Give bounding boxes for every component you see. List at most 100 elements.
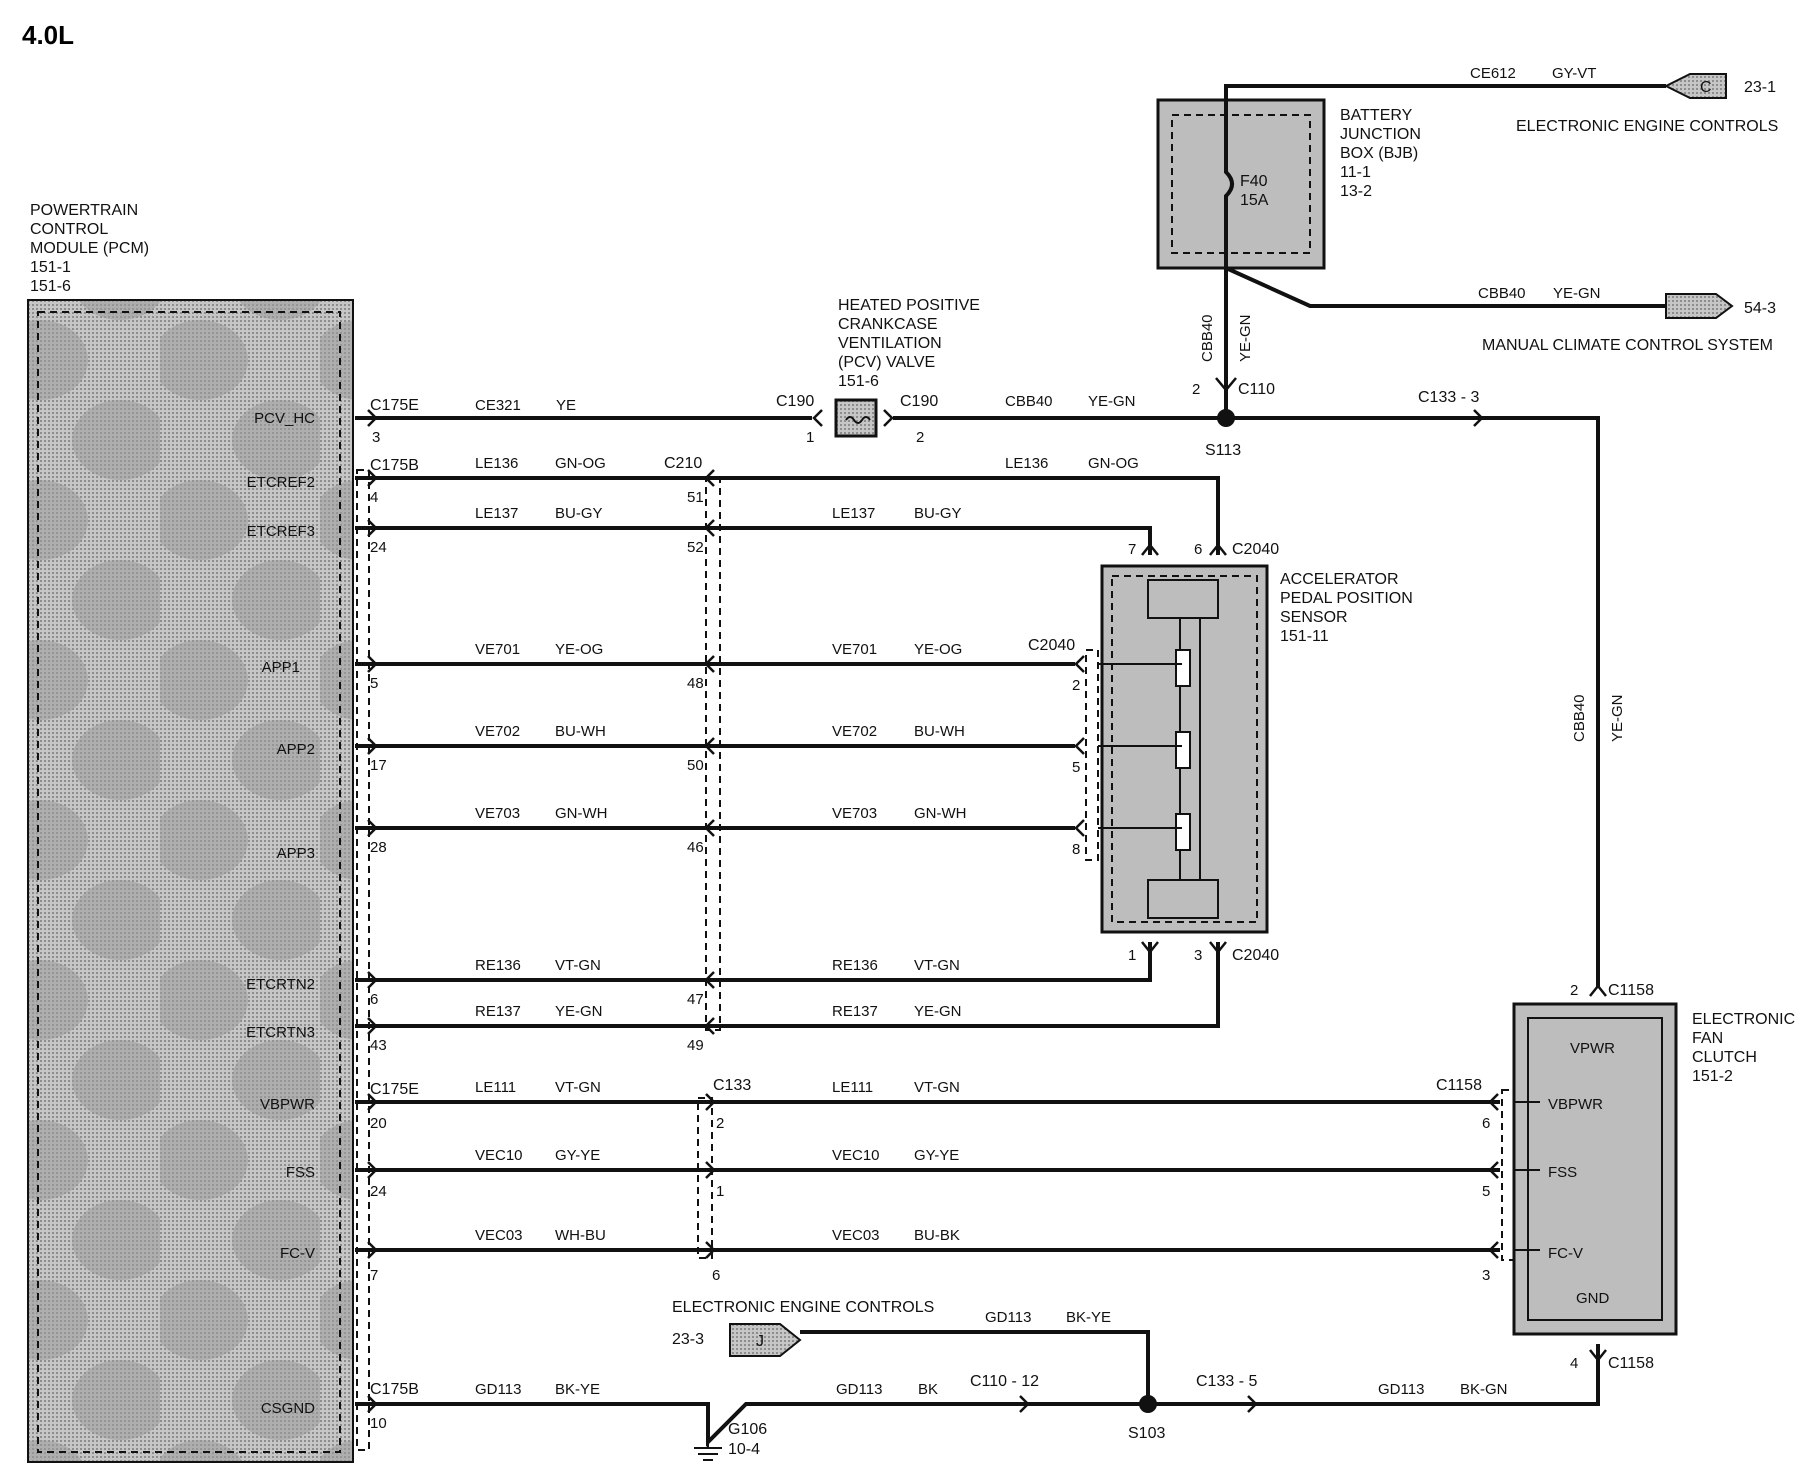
bjb-label-3: BOX (BJB) [1340,145,1418,162]
app-rtn-block [1147,879,1219,919]
c2040-top-arrows [1141,542,1227,556]
c1158-bottom-arrow [1589,1349,1607,1363]
wire-le137-circuit-right: LE137 [832,505,875,522]
c133-pin-6: 6 [712,1267,720,1284]
wire-fan-feed-color: YE-GN [1609,694,1626,742]
eec-ref-label: ELECTRONIC ENGINE CONTROLS [672,1299,934,1316]
c2040-pin-2: 2 [1072,677,1080,694]
c210-pin-48: 48 [687,675,704,692]
wire-ve702-circuit-left: VE702 [475,723,520,740]
bjb-label-2: JUNCTION [1340,126,1421,143]
c190-right-arrow [883,409,894,427]
pcm-pin-csgnd: CSGND [261,1400,315,1417]
pcm-csgnd-arrow [367,1395,378,1413]
c2040-pin-6: 6 [1194,541,1202,558]
c175b-label-top: C175B [370,457,419,474]
pcm-pin-num-4: 4 [370,489,378,506]
wire-re137-circuit-left: RE137 [475,1003,521,1020]
pcv-heater-symbol [845,416,871,424]
wire-csgnd-color-mid: BK [918,1381,938,1398]
pcm-pin-num-10: 10 [370,1415,387,1432]
pcv-label-4: (PCV) VALVE [838,354,935,371]
fan-pin-vbpwr: VBPWR [1548,1096,1603,1113]
c1158-pin-4: 4 [1570,1355,1578,1372]
pcm-pin-num-6: 6 [370,991,378,1008]
wire-ce321-color: YE [556,397,576,414]
fan-pin-fss: FSS [1548,1164,1577,1181]
electronic-fan-clutch: VPWR VBPWR FSS FC-V GND ELECTRONIC FAN C… [1512,1002,1795,1336]
wire-le111-color-right: VT-GN [914,1079,960,1096]
wire-ce612-circuit: CE612 [1470,65,1516,82]
c1158-label-bottom: C1158 [1608,1355,1654,1372]
eec-ref-page: 23-3 [672,1331,704,1348]
pcm-sensor-arrows [367,469,378,1035]
wire-re137-color-left: YE-GN [555,1003,603,1020]
c110-12-arrow [1019,1395,1030,1413]
ground-g106-label: G106 [728,1421,767,1438]
c210-pin-51: 51 [687,489,704,506]
wire-le137-color-right: BU-GY [914,505,962,522]
pcm-label-4: 151-1 [30,259,71,276]
pcm-pin-num-17: 17 [370,757,387,774]
c133-pin-1: 1 [716,1183,724,1200]
pcm-pin-pcv-hc: PCV_HC [254,410,315,427]
wire-cbb40-pcv-color: YE-GN [1088,393,1136,410]
wire-ve701-circuit-left: VE701 [475,641,520,658]
app-label-2: PEDAL POSITION [1280,590,1413,607]
wire-ve703-circuit-left: VE703 [475,805,520,822]
wire-re136-circuit-right: RE136 [832,957,878,974]
battery-junction-box: F40 15A BATTERY JUNCTION BOX (BJB) 11-1 … [1156,98,1421,270]
wire-le137 [355,526,1152,555]
wire-ve702-color-left: BU-WH [555,723,606,740]
pcm-pin-num-43: 43 [370,1037,387,1054]
wire-re136 [355,942,1152,982]
wire-bjb-color-vertical: YE-GN [1237,314,1254,362]
fan-pin-vpwr: VPWR [1570,1040,1615,1057]
app-ref-block [1147,579,1219,619]
wire-vec03-circuit-right: VEC03 [832,1227,880,1244]
wire-le111-color-left: VT-GN [555,1079,601,1096]
c2040-pin-3: 3 [1194,947,1202,964]
fuse-rating: 15A [1240,192,1269,209]
fan-clutch-box [1512,1002,1678,1336]
pcm-pin-app3: APP3 [277,845,315,862]
pcm-label-1: POWERTRAIN [30,202,138,219]
pcv-label-3: VENTILATION [838,335,942,352]
c210-pin-52: 52 [687,539,704,556]
wire-csgnd-color-left: BK-YE [555,1381,600,1398]
pcm-pcv-arrow [367,409,378,427]
pcm-box [27,299,354,1463]
wire-ve703-circuit-right: VE703 [832,805,877,822]
pcm-pin-fss: FSS [286,1164,315,1181]
bjb-inner-outline [1171,114,1311,254]
c1158-pin-3: 3 [1482,1267,1490,1284]
c110-arrow [1215,377,1237,392]
fan-label-1: ELECTRONIC [1692,1011,1795,1028]
fuse-f40-symbol [1224,100,1234,268]
c210-label: C210 [664,455,702,472]
mcc-ref-label: MANUAL CLIMATE CONTROL SYSTEM [1482,337,1773,354]
c133-arrows [705,1093,716,1259]
wire-le136 [355,476,1220,555]
c133-3-arrow [1473,409,1484,427]
wire-re137-color-right: YE-GN [914,1003,962,1020]
c175b-label-bottom: C175B [370,1381,419,1398]
wire-vec10-color-right: GY-YE [914,1147,959,1164]
wire-vec10-color-left: GY-YE [555,1147,600,1164]
c133-pin-2: 2 [716,1115,724,1132]
splice-s103-label: S103 [1128,1425,1165,1442]
c133-5-arrow [1247,1395,1258,1413]
c2040-bottom-arrows [1141,941,1227,955]
pcm-pin-num-24b: 24 [370,1183,387,1200]
wire-le137-circuit-left: LE137 [475,505,518,522]
wire-ce321-circuit: CE321 [475,397,521,414]
pcm-pin-etcref2: ETCREF2 [247,474,315,491]
bjb-label-4: 11-1 [1340,164,1371,181]
pcv-label-1: HEATED POSITIVE [838,297,980,314]
c175e-label-top: C175E [370,397,419,414]
wire-re136-color-left: VT-GN [555,957,601,974]
wire-vec03-color-right: BU-BK [914,1227,960,1244]
c2040-pin-7: 7 [1128,541,1136,558]
top-ref-label: ELECTRONIC ENGINE CONTROLS [1516,118,1778,135]
